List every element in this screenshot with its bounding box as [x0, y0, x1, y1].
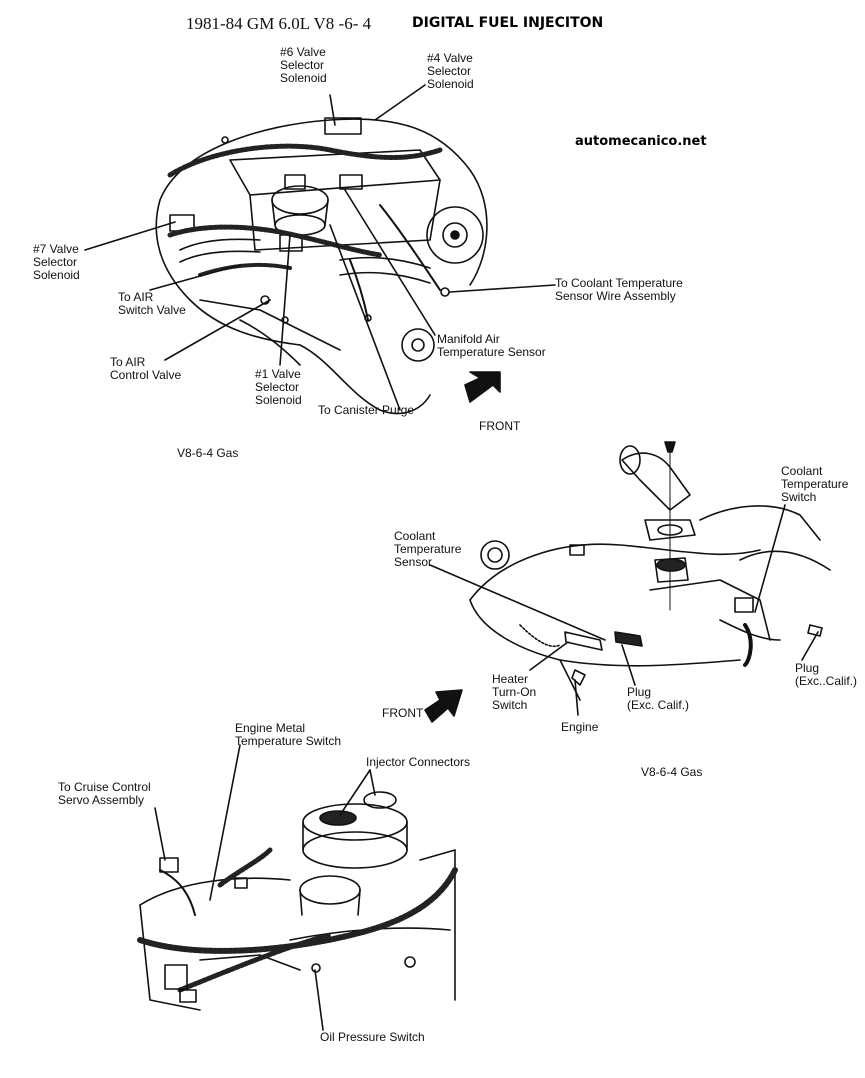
label-front-top: FRONT — [479, 419, 521, 433]
label-engine: Engine — [561, 720, 599, 734]
caption-top: V8-6-4 Gas — [177, 446, 239, 460]
label-plug-calif: Plug (Exc. Calif.) — [627, 685, 690, 712]
title-system: DIGITAL FUEL INJECITON — [412, 15, 604, 31]
label-engine-metal-switch: Engine Metal Temperature Switch — [235, 721, 342, 748]
label-injector-connectors: Injector Connectors — [366, 755, 471, 769]
mid-engine-illustration — [469, 441, 831, 701]
label-front-mid: FRONT — [382, 706, 424, 720]
label-oil-pressure-switch: Oil Pressure Switch — [320, 1030, 425, 1044]
label-plug-right: Plug (Exc..Calif.) — [795, 661, 858, 688]
label-coolant-sensor: Coolant Temperature Sensor — [394, 529, 462, 569]
title-model: 1981-84 GM 6.0L V8 -6- 4 — [186, 14, 372, 33]
label-heater-switch: Heater Turn-On Switch — [492, 672, 537, 712]
caption-mid: V8-6-4 Gas — [641, 765, 703, 779]
bottom-engine-illustration — [137, 791, 458, 1011]
watermark-site: automecanico.net — [575, 134, 707, 149]
label-coolant-switch: Coolant Temperature Switch — [781, 464, 849, 504]
label-air-switch-valve: To AIR Switch Valve — [118, 290, 186, 317]
label-air-control-valve: To AIR Control Valve — [110, 355, 182, 382]
label-manifold-air: Manifold Air Temperature Sensor — [437, 332, 546, 359]
label-valve7-solenoid: #7 Valve Selector Solenoid — [33, 242, 80, 282]
label-valve4-solenoid: #4 Valve Selector Solenoid — [427, 51, 474, 91]
top-engine-illustration — [155, 117, 488, 415]
label-valve6-solenoid: #6 Valve Selector Solenoid — [280, 45, 327, 85]
label-canister-purge: To Canister Purge — [318, 403, 415, 417]
label-cruise-control: To Cruise Control Servo Assembly — [58, 780, 151, 807]
label-coolant-wire: To Coolant Temperature Sensor Wire Assem… — [555, 276, 683, 303]
label-valve1-solenoid: #1 Valve Selector Solenoid — [255, 367, 302, 407]
